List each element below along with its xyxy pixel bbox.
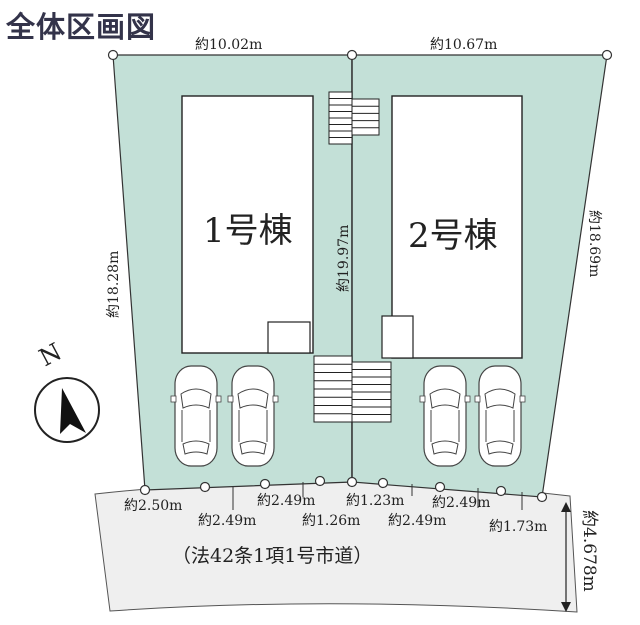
boundary-posts (107, 49, 613, 503)
boundary-post-icon (199, 481, 211, 493)
road-label: （法42条1項1号市道） (172, 545, 372, 567)
dim-left: 約18.28m (106, 251, 122, 318)
boundary-post-icon (434, 481, 446, 493)
car-icon (474, 365, 526, 467)
dim-front-1: 約2.50m (124, 498, 182, 514)
boundary-post-icon (139, 484, 151, 496)
dim-front-5: 約1.23m (346, 493, 404, 509)
building-1-label: 1号棟 (203, 211, 293, 251)
stairs-top-right (351, 98, 380, 136)
boundary-post-icon (377, 477, 389, 489)
dim-center: 約19.97m (336, 225, 352, 292)
car-icon (419, 365, 471, 467)
building-2-label: 2号棟 (408, 216, 498, 256)
dim-top-right: 約10.67m (430, 37, 497, 53)
boundary-post-icon (346, 476, 358, 488)
boundary-post-icon (495, 485, 507, 497)
stairs-bottom-left (313, 355, 353, 423)
boundary-post-icon (259, 478, 271, 490)
parking-cars (170, 365, 526, 467)
boundary-post-icon (346, 49, 358, 61)
boundary-post-icon (314, 475, 326, 487)
car-icon (170, 365, 222, 467)
boundary-post-icon (536, 491, 548, 503)
car-icon (227, 365, 279, 467)
stairs-bottom-right (351, 361, 392, 423)
compass: N (34, 337, 100, 443)
dim-front-7: 約2.49m (432, 495, 490, 511)
boundary-post-icon (107, 49, 119, 61)
stairs-top-left (328, 91, 353, 145)
dim-right: 約18.69m (586, 210, 602, 277)
building-1-footprint (181, 95, 314, 354)
dim-road-width: 約4.678m (579, 510, 599, 592)
dim-front-6: 約2.49m (388, 513, 446, 529)
dim-front-3: 約2.49m (257, 493, 315, 509)
dim-front-8: 約1.73m (489, 519, 547, 535)
road-width-dimension (561, 502, 571, 612)
boundary-post-icon (601, 49, 613, 61)
compass-north-label: N (35, 337, 67, 372)
building-1-entrance (267, 321, 311, 354)
dim-front-4: 約1.26m (302, 513, 360, 529)
dim-top-left: 約10.02m (195, 37, 262, 53)
dim-front-2: 約2.49m (198, 513, 256, 529)
page-title: 全体区画図 (6, 10, 157, 44)
building-2-footprint (391, 95, 523, 359)
compass-arrow-icon (60, 388, 86, 434)
building-2-entrance (381, 315, 414, 359)
